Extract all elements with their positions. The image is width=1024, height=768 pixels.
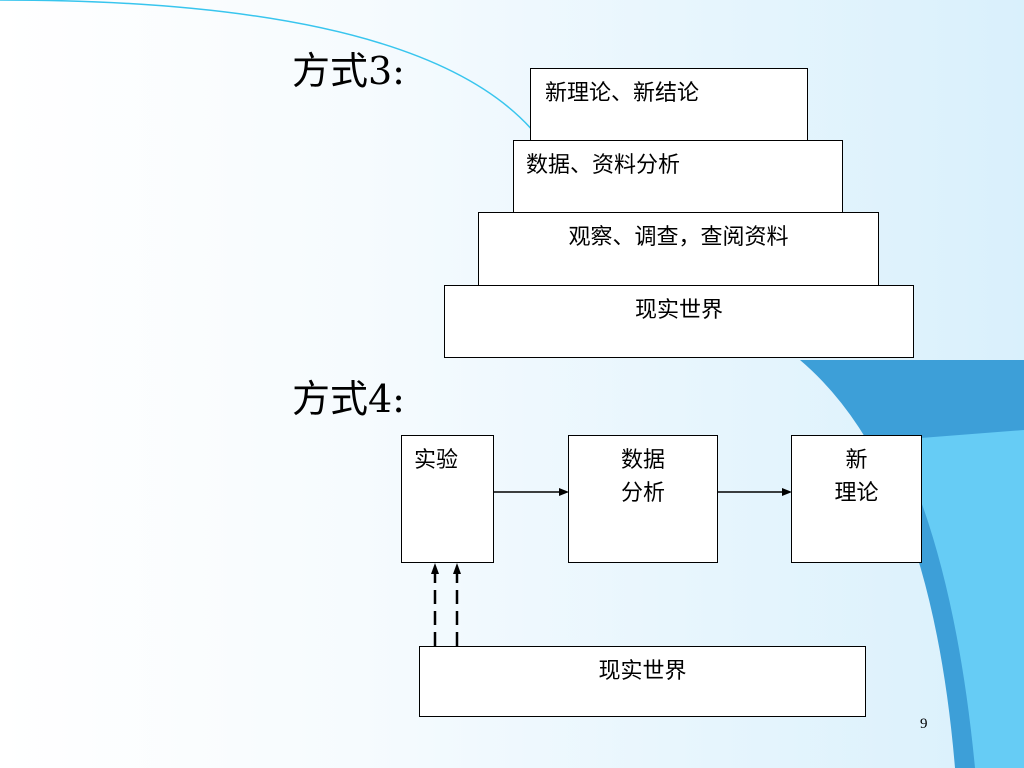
new-theory-box: 新 理论 <box>791 435 922 563</box>
real-world-box: 现实世界 <box>419 646 866 717</box>
page-number: 9 <box>920 716 928 732</box>
layer-label: 新理论、新结论 <box>545 81 700 106</box>
real-world-label: 现实世界 <box>598 659 687 684</box>
experiment-box: 实验 <box>401 435 494 563</box>
layer-observation-survey: 观察、调查，查阅资料 <box>478 212 879 286</box>
layer-data-analysis: 数据、资料分析 <box>513 140 843 214</box>
layer-label: 数据、资料分析 <box>526 153 681 178</box>
experiment-label: 实验 <box>414 448 459 473</box>
layer-new-theory-conclusion: 新理论、新结论 <box>530 68 808 142</box>
data-analysis-line-1: 数据 <box>620 448 665 473</box>
data-analysis-line-2: 分析 <box>620 481 665 506</box>
method4-heading: 方式4: <box>292 377 405 421</box>
layer-real-world: 现实世界 <box>444 285 914 358</box>
new-theory-line-2: 理论 <box>834 481 879 506</box>
layer-label: 观察、调查，查阅资料 <box>568 225 789 250</box>
new-theory-line-1: 新 <box>845 448 868 473</box>
data-analysis-box: 数据 分析 <box>568 435 718 563</box>
layer-label: 现实世界 <box>634 298 723 323</box>
method3-heading: 方式3: <box>292 49 405 93</box>
